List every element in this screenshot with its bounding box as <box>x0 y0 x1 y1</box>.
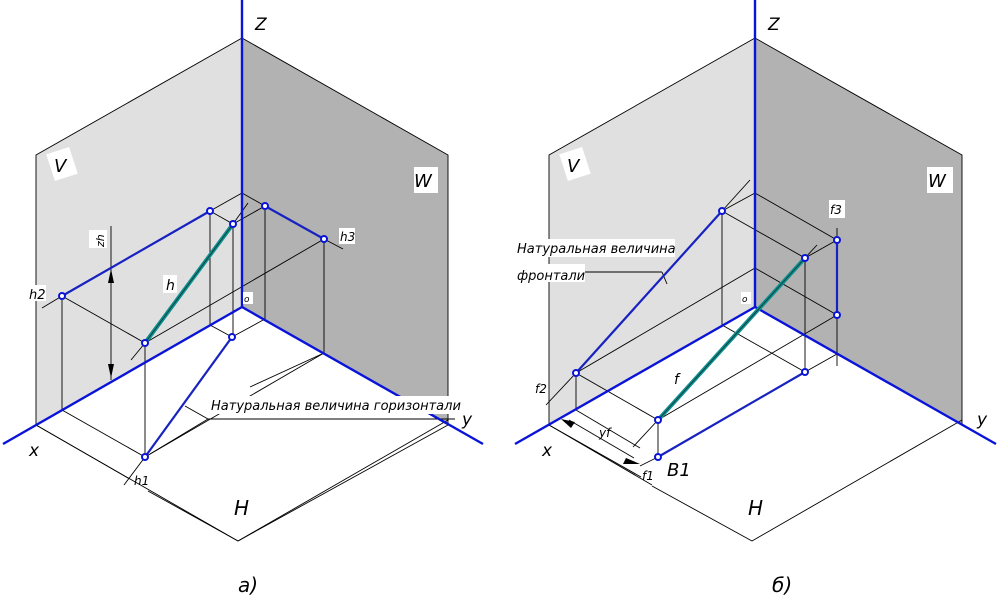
y-axis <box>241 305 484 446</box>
line-h-core <box>144 223 234 344</box>
frontal-projection-h2 <box>61 210 211 297</box>
label-plane-h: H <box>234 496 249 520</box>
label-plane-v: V <box>54 156 68 177</box>
label-z: Z <box>767 15 780 35</box>
point-h-bottom <box>141 339 149 347</box>
point-h-top <box>229 220 237 228</box>
point-f-top <box>801 254 809 262</box>
profile-projection-h3 <box>264 205 325 240</box>
point-v-top <box>718 207 726 215</box>
label-h3: h3 <box>340 230 355 244</box>
dimension-arrow-right <box>623 458 640 464</box>
y-axis <box>754 305 997 446</box>
x-axis <box>2 305 243 446</box>
label-plane-w: W <box>928 171 947 192</box>
callout-line-1: Натуральная величина <box>517 242 676 257</box>
label-zh: zh <box>94 234 107 248</box>
construction-lines <box>515 179 838 478</box>
label-y: y <box>461 410 473 430</box>
callout-true-length-horizontal: Натуральная величина горизонтали <box>211 399 461 414</box>
label-x: x <box>541 441 553 461</box>
x-axis <box>514 305 756 446</box>
point-h1 <box>141 453 149 461</box>
point-f-bottom <box>654 416 662 424</box>
point-f2 <box>572 369 580 377</box>
label-y: y <box>976 410 988 430</box>
point-f3-bottom <box>833 311 841 319</box>
label-plane-v: V <box>567 156 581 177</box>
horizontal-plane-h-bottom <box>651 419 963 542</box>
caption-b: б) <box>772 573 792 597</box>
label-h1: h1 <box>134 474 149 488</box>
panel-a: Z V W zh h h2 h3 о Натуральная величина … <box>2 0 484 597</box>
point-h1-top <box>228 333 236 341</box>
point-w-left <box>261 202 269 210</box>
point-b1 <box>654 453 662 461</box>
label-f2: f2 <box>535 382 547 396</box>
line-f-core <box>657 257 806 421</box>
point-f3-top <box>833 236 841 244</box>
point-h2 <box>58 292 66 300</box>
label-origin: о <box>244 295 250 305</box>
label-h2: h2 <box>29 288 46 303</box>
caption-a: а) <box>238 573 258 597</box>
point-h3 <box>320 235 328 243</box>
point-f1-top <box>801 368 809 376</box>
label-z: Z <box>254 15 267 35</box>
label-yf: yf <box>598 426 612 440</box>
dimension-arrow-down <box>108 364 114 378</box>
label-f1: f1 <box>642 469 654 483</box>
dimension-arrow-left <box>561 419 575 428</box>
label-plane-w: W <box>414 171 433 192</box>
label-x: x <box>28 441 40 461</box>
horizontal-projection-f1 <box>657 371 806 458</box>
label-b1: B1 <box>667 460 691 481</box>
horizontal-plane-h <box>35 424 449 542</box>
callout-line-2: фронтали <box>517 269 585 284</box>
point-v-top <box>206 207 214 215</box>
frontal-projection-f2 <box>575 210 723 374</box>
label-h: h <box>166 278 175 294</box>
label-plane-h: H <box>748 496 763 520</box>
label-f3: f3 <box>830 203 842 217</box>
label-f: f <box>674 372 681 388</box>
horizontal-projection-h1 <box>144 336 233 458</box>
panel-b: Z V W f3 Натуральная величина фронтали о… <box>514 0 997 597</box>
label-origin: о <box>742 295 748 305</box>
dimension-arrow-up <box>108 269 114 283</box>
